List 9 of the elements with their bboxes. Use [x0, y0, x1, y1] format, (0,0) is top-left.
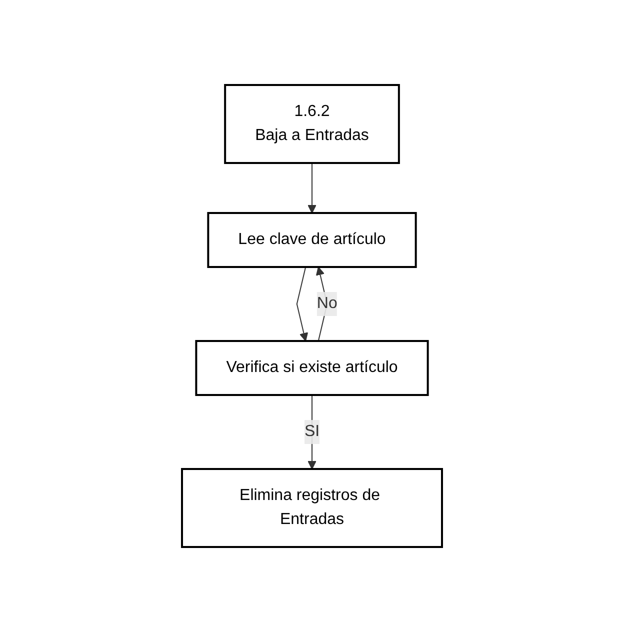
arrow: [296, 266, 308, 342]
arrow: [307, 162, 316, 214]
edge-label: SI: [304, 423, 320, 440]
node-box: Lee clave de artículo: [206, 212, 416, 268]
node-box: 1.6.2 Baja a Entradas: [224, 84, 400, 164]
arrow: [307, 394, 316, 470]
node-box: Elimina registros de Entradas: [180, 468, 442, 548]
edge-label: No: [316, 295, 337, 312]
node-box: Verifica si existe artículo: [194, 340, 428, 396]
